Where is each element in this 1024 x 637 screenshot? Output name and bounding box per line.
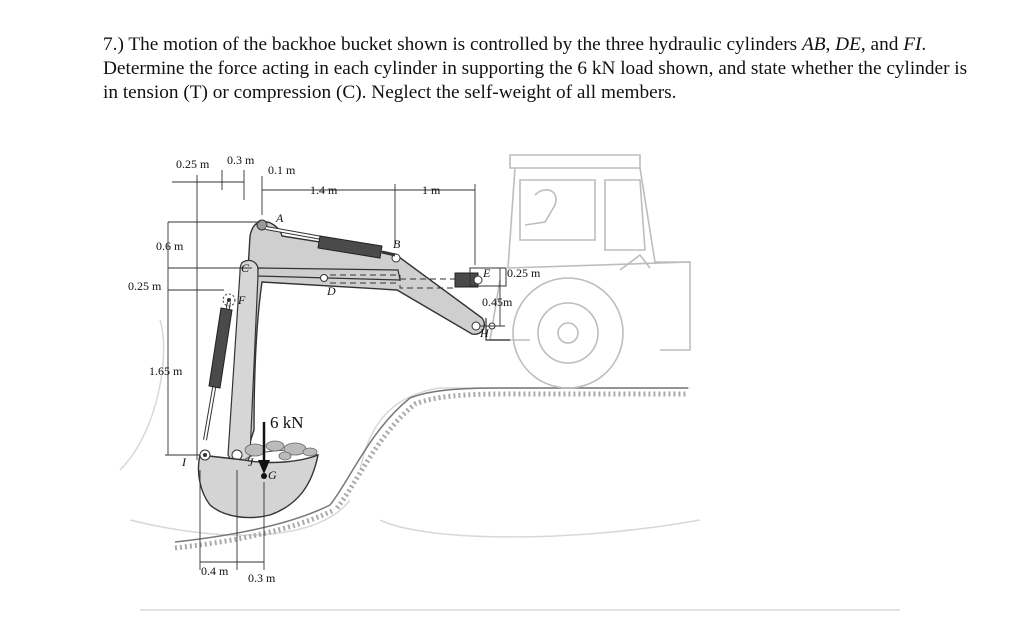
stick-arm bbox=[227, 259, 259, 466]
separator: , bbox=[825, 34, 836, 55]
tractor-outline bbox=[489, 154, 691, 389]
point-a-label: A bbox=[275, 211, 284, 225]
bracket-h bbox=[485, 318, 510, 341]
dim-1.4: 1.4 m bbox=[310, 183, 338, 197]
cylinder-fi-label: FI bbox=[903, 34, 922, 55]
dim-1: 1 m bbox=[422, 183, 441, 197]
cylinder-ab bbox=[265, 226, 396, 259]
cylinder-fi bbox=[203, 293, 236, 441]
dim-0.25-right: 0.25 m bbox=[507, 266, 541, 280]
dim-0.6-left: 0.6 m bbox=[156, 239, 184, 253]
boom bbox=[227, 219, 486, 472]
point-c-label: C bbox=[241, 261, 250, 275]
rocks bbox=[244, 440, 318, 461]
point-f-label: F bbox=[237, 293, 246, 307]
point-b-label: B bbox=[393, 237, 401, 251]
dimension-lines bbox=[165, 170, 505, 570]
problem-intro: The motion of the backhoe bucket shown i… bbox=[128, 34, 802, 55]
load-arrow bbox=[258, 422, 270, 479]
point-e-label: E bbox=[482, 266, 491, 280]
cylinder-de bbox=[400, 267, 507, 288]
cylinder-ab-label: AB bbox=[801, 34, 826, 55]
dim-0.25-left: 0.25 m bbox=[128, 279, 162, 293]
ground-hatch-slope bbox=[329, 387, 688, 510]
dim-0.3-top: 0.3 m bbox=[227, 153, 255, 167]
ground-hatch-bucket bbox=[174, 504, 334, 551]
problem-number: 7.) bbox=[103, 34, 124, 55]
dim-0.3-bottom: 0.3 m bbox=[248, 571, 276, 585]
point-d-label: D bbox=[326, 284, 336, 298]
ground-background bbox=[119, 319, 900, 611]
link-cde bbox=[257, 267, 455, 289]
dim-0.4-bottom: 0.4 m bbox=[201, 564, 229, 578]
cylinder-de-label: DE bbox=[835, 34, 861, 55]
problem-statement: 7.) The motion of the backhoe bucket sho… bbox=[103, 33, 983, 104]
dim-1.65-left: 1.65 m bbox=[149, 364, 183, 378]
dim-0.45-right: 0.45m bbox=[482, 295, 513, 309]
dim-0.1-top: 0.1 m bbox=[268, 163, 296, 177]
dim-0.25-top: 0.25 m bbox=[176, 157, 210, 171]
problem-body: . Determine the force acting in each cyl… bbox=[103, 34, 968, 103]
separator: , and bbox=[860, 34, 904, 55]
load-label: 6 kN bbox=[270, 413, 304, 432]
bucket bbox=[197, 449, 319, 519]
point-h-label: H bbox=[479, 326, 490, 340]
point-g-label: G bbox=[268, 468, 277, 482]
point-j-label: J bbox=[248, 455, 254, 469]
point-i-label: I bbox=[181, 455, 187, 469]
